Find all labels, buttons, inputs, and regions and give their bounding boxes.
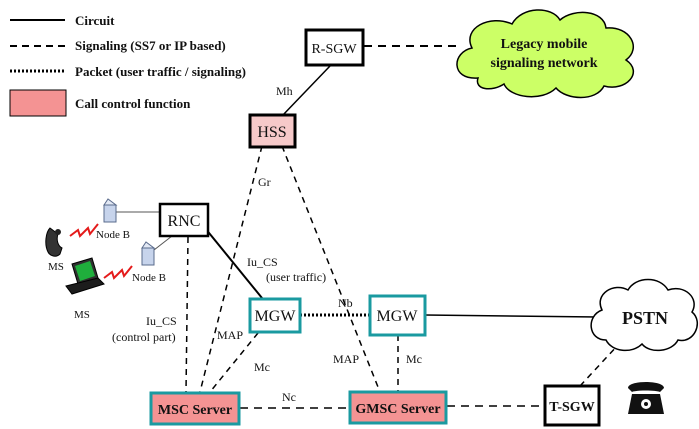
rsgw-box [304, 28, 365, 67]
legacy-network-cloud: Legacy mobile signaling network [456, 9, 635, 99]
legend: Circuit Signaling (SS7 or IP based) Pack… [9, 13, 246, 117]
label-map-left: MAP [217, 328, 243, 342]
mobile-phone-icon [45, 227, 63, 257]
link-iu-cs-control [185, 236, 189, 393]
link-mc-left [209, 332, 259, 393]
legacy-cloud-label-2: signaling network [491, 56, 598, 71]
label-iu-cs-user-1: Iu_CS [247, 255, 278, 269]
legend-signaling-label: Signaling (SS7 or IP based) [75, 38, 226, 53]
gmsc-label: GMSC Server [355, 402, 440, 417]
label-iu-cs-ctrl-1: Iu_CS [146, 314, 177, 328]
node-rnc: RNC [158, 202, 210, 238]
legend-call-control-label: Call control function [75, 96, 191, 111]
msc-box [149, 391, 241, 426]
label-mc-left: Mc [254, 360, 270, 374]
node-rsgw: R-SGW [304, 28, 365, 67]
link-mgw-pstn [424, 314, 599, 318]
node-mgw-2: MGW [368, 294, 427, 337]
link-gr-msc [199, 145, 263, 393]
nodeb-1-label: Node B [96, 229, 130, 241]
nodeb-1: Node B [96, 198, 130, 241]
mgw-1-label: MGW [255, 308, 297, 325]
hss-label: HSS [257, 124, 286, 141]
ms-1-label: MS [48, 261, 64, 273]
legend-call-control-swatch [9, 89, 67, 117]
connections [116, 45, 619, 409]
antenna-icon [103, 198, 118, 223]
node-mgw-1: MGW [248, 297, 302, 334]
label-mc-right: Mc [406, 352, 422, 366]
link-labels: Mh Gr Iu_CS (user traffic) Iu_CS (contro… [112, 84, 422, 404]
legacy-cloud-label-1: Legacy mobile [501, 37, 588, 52]
radio-link-icon [103, 265, 133, 280]
rnc-box [158, 202, 210, 238]
label-nc: Nc [282, 390, 296, 404]
mgw-2-box [368, 294, 427, 337]
hss-box [248, 113, 297, 149]
nodeb-2-label: Node B [132, 272, 166, 284]
label-mh: Mh [276, 84, 293, 98]
pstn-cloud: PSTN [590, 278, 698, 352]
rsgw-label: R-SGW [311, 42, 357, 57]
rnc-label: RNC [168, 213, 201, 230]
label-gr: Gr [258, 175, 271, 189]
laptop-icon [65, 257, 105, 295]
mgw-2-label: MGW [377, 308, 419, 325]
nodeb-2: Node B [132, 241, 166, 284]
link-nodeb2-rnc [153, 235, 173, 251]
legend-packet-label: Packet (user traffic / signaling) [75, 64, 246, 79]
tsgw-label: T-SGW [549, 400, 594, 415]
link-tsgw-pstn [579, 344, 619, 387]
mgw-1-box [248, 297, 302, 334]
node-hss: HSS [248, 113, 297, 149]
label-nb: Nb [338, 296, 353, 310]
antenna-icon [141, 241, 156, 266]
gmsc-box [348, 390, 448, 425]
link-map-gmsc [281, 145, 381, 393]
node-gmsc-server: GMSC Server [348, 390, 448, 425]
label-iu-cs-ctrl-2: (control part) [112, 330, 176, 344]
ms-2-label: MS [74, 309, 90, 321]
radio-link-icon [69, 223, 99, 238]
label-iu-cs-user-2: (user traffic) [266, 270, 326, 284]
legacy-cloud-shape [456, 9, 635, 99]
tsgw-box [543, 384, 601, 427]
link-iu-cs-user [204, 227, 263, 299]
msc-label: MSC Server [158, 403, 232, 418]
telephone-icon [628, 382, 664, 414]
node-tsgw: T-SGW [543, 384, 601, 427]
pstn-cloud-shape [590, 278, 698, 352]
label-map-right: MAP [333, 352, 359, 366]
link-mh [281, 65, 331, 117]
pstn-label: PSTN [622, 308, 668, 328]
legend-circuit-label: Circuit [75, 13, 115, 28]
node-msc-server: MSC Server [149, 391, 241, 426]
